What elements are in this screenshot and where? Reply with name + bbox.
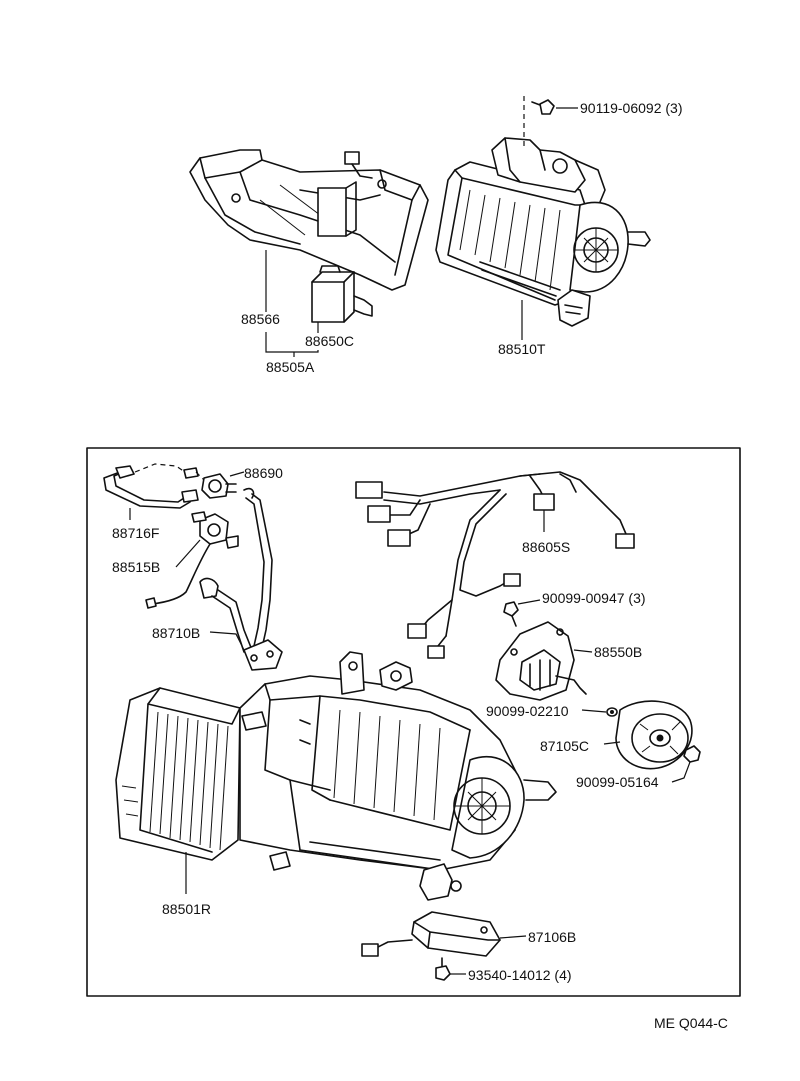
nut-part (683, 745, 701, 763)
washer-part (606, 707, 618, 717)
relay-part (311, 265, 373, 323)
screw-part (435, 957, 451, 981)
label-washer: 90099-02210 (486, 703, 569, 719)
pressure-switch-part (183, 467, 255, 499)
label-bolt-top: 90119-06092 (3) (580, 100, 682, 116)
label-pipe: 88716F (112, 525, 159, 541)
amplifier-part (361, 911, 501, 957)
blower-motor-part (615, 700, 693, 770)
figure-code: ME Q044-C (654, 1015, 728, 1031)
bolt-a-part (503, 601, 519, 627)
label-tube: 88710B (152, 625, 200, 641)
label-nut: 90099-05164 (576, 774, 659, 790)
label-unit: 88510T (498, 341, 546, 357)
motor-cover-part (495, 621, 587, 701)
label-relay: 88650C (305, 333, 354, 349)
label-motor-cover: 88550B (594, 644, 642, 660)
label-blower-motor: 87105C (540, 738, 589, 754)
tube-part (199, 493, 283, 671)
label-duct: 88566 (241, 311, 280, 327)
top-labels: 90119-06092 (3) 88566 88650C 88505A 8851… (241, 100, 682, 375)
label-harness: 88605S (522, 539, 570, 555)
label-bolt-a: 90099-00947 (3) (542, 590, 646, 606)
label-switch: 88690 (244, 465, 283, 481)
label-valve: 88515B (112, 559, 160, 575)
duct-part (189, 149, 429, 291)
label-amplifier: 87106B (528, 929, 576, 945)
label-duct-group: 88505A (266, 359, 315, 375)
wire-harness-part (355, 471, 635, 659)
label-evaporator: 88501R (162, 901, 211, 917)
bolt-part (523, 96, 555, 150)
pipe-part (103, 463, 199, 509)
valve-part (145, 511, 239, 609)
label-screw: 93540-14012 (4) (468, 967, 572, 983)
blower-unit-part (435, 137, 651, 327)
hvac-unit-part (115, 651, 557, 901)
lower-assembly-frame (86, 447, 741, 997)
lower-labels: 88690 88716F 88515B 88710B 88605S 90099-… (112, 465, 691, 983)
